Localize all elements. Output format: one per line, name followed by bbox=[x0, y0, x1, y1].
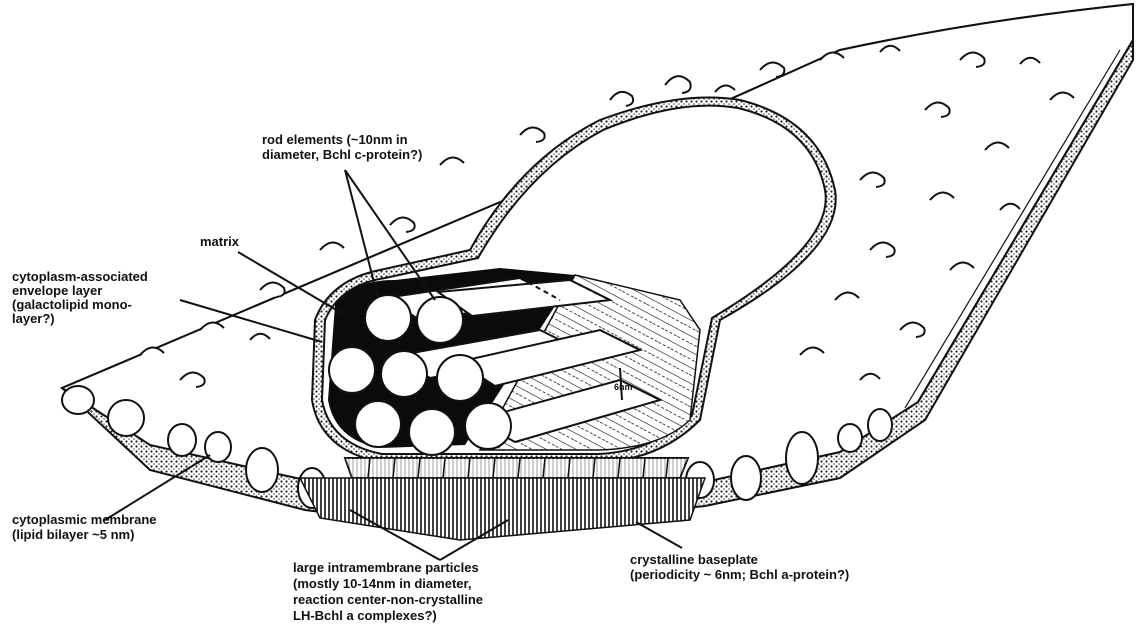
label-matrix: matrix bbox=[200, 234, 239, 249]
label-spacing: 6nm bbox=[614, 380, 633, 395]
label-rod-elements: rod elements (~10nm in diameter, Bchl c-… bbox=[262, 132, 422, 162]
intramembrane-particles bbox=[300, 478, 705, 540]
crystalline-baseplate bbox=[345, 458, 688, 478]
label-crystalline-baseplate: crystalline baseplate (periodicity ~ 6nm… bbox=[630, 552, 849, 582]
label-cytoplasmic-membrane: cytoplasmic membrane (lipid bilayer ~5 n… bbox=[12, 512, 157, 542]
label-envelope-layer: cytoplasm-associated envelope layer (gal… bbox=[12, 270, 148, 326]
label-intramembrane-particles: large intramembrane particles (mostly 10… bbox=[293, 560, 483, 624]
